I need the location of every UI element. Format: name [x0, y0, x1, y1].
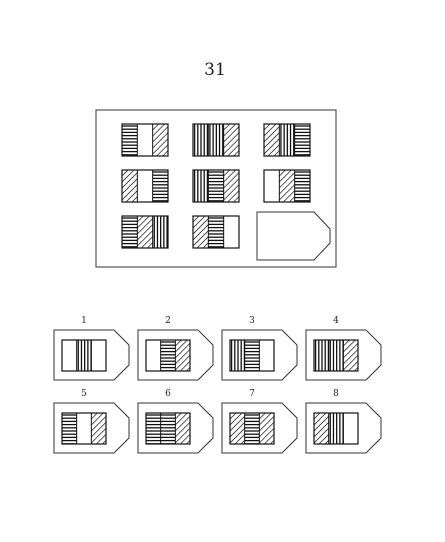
matrix-cell-3-col-3-h: [294, 124, 310, 156]
matrix-cell-2-col-1-v: [193, 124, 209, 156]
option-4-tile: [313, 339, 359, 372]
option-1-tile: [61, 339, 107, 372]
matrix-cell-4: [121, 169, 169, 203]
matrix-cell-2: [192, 123, 240, 157]
matrix-cell-1-col-1-h: [122, 125, 138, 156]
matrix-cell-1: [121, 123, 169, 157]
matrix-cell-7: [121, 215, 169, 249]
option-5-tile-col-1-h: [62, 414, 77, 445]
answer-slot: [256, 211, 331, 261]
matrix-cell-8-col-2-h: [207, 216, 224, 248]
option-3-label: 3: [249, 316, 255, 326]
option-3[interactable]: [221, 329, 298, 381]
matrix-cell-1-border: [121, 123, 169, 157]
option-4[interactable]: [305, 329, 415, 381]
option-6[interactable]: [137, 402, 247, 454]
matrix-cell-5-col-2-h: [207, 170, 224, 202]
option-5-tile: [61, 412, 107, 445]
option-5[interactable]: [53, 402, 163, 454]
matrix-cell-4-border: [121, 169, 169, 203]
option-4-tile-col-1-v: [314, 340, 330, 371]
option-5-tile-col-3-d: [90, 413, 107, 444]
option-7-tile: [229, 412, 275, 445]
matrix-cell-5-border: [192, 169, 240, 203]
matrix-cell-4-col-3-h: [152, 170, 168, 202]
option-6-tile: [145, 412, 191, 445]
option-2-label: 2: [165, 316, 171, 326]
option-5-label: 5: [81, 389, 87, 399]
option-8-tile: [313, 412, 359, 445]
matrix-cell-8: [192, 215, 240, 249]
option-2-tile-border: [145, 339, 191, 372]
matrix-cell-4-col-1-d: [122, 170, 138, 202]
matrix-cell-6: [263, 169, 311, 203]
option-6-tile-border: [145, 412, 191, 445]
option-8[interactable]: [283, 402, 386, 454]
matrix-cell-5: [192, 169, 240, 203]
option-1-tile-border: [61, 339, 107, 372]
matrix-cell-7-col-3-v: [152, 216, 168, 248]
option-6-label: 6: [165, 389, 171, 399]
matrix-cell-7-col-2-d: [136, 216, 153, 248]
matrix-cell-3-border: [263, 123, 311, 157]
matrix-cell-2-col-3-d: [223, 124, 240, 156]
option-8-label: 8: [333, 389, 339, 399]
option-3-tile-border: [229, 339, 275, 372]
matrix-cell-3: [263, 123, 311, 157]
matrix-cell-3-col-1-d: [264, 124, 280, 156]
matrix-cell-6-col-2-d: [278, 170, 295, 202]
matrix-cell-7-col-1-h: [122, 217, 138, 248]
option-5-tile-border: [61, 412, 107, 445]
matrix-cell-2-col-2-v: [207, 124, 224, 156]
matrix-cell-3-col-2-v: [278, 124, 295, 156]
option-2[interactable]: [137, 329, 247, 381]
option-4-tile-border: [313, 339, 359, 372]
matrix-cell-5-col-3-d: [223, 170, 240, 202]
option-2-tile: [145, 339, 191, 372]
matrix-cell-2-border: [192, 123, 240, 157]
option-3-tile: [229, 339, 275, 372]
option-7-label: 7: [249, 389, 255, 399]
option-7-tile-border: [229, 412, 275, 445]
option-4-tile-col-3-d: [342, 340, 359, 371]
matrix-cell-6-border: [263, 169, 311, 203]
option-1[interactable]: [53, 329, 130, 381]
option-7[interactable]: [199, 402, 331, 454]
option-8-tile-border: [313, 412, 359, 445]
page-number: 31: [204, 60, 226, 80]
matrix-cell-8-col-1-d: [193, 216, 209, 248]
matrix-cell-7-border: [121, 215, 169, 249]
option-1-label: 1: [81, 316, 87, 326]
matrix-cell-1-col-3-d: [152, 124, 169, 156]
matrix-cell-6-col-3-h: [294, 170, 310, 202]
matrix-cell-5-col-1-v: [193, 170, 209, 202]
matrix-cell-8-border: [192, 215, 240, 249]
option-4-label: 4: [333, 316, 339, 326]
